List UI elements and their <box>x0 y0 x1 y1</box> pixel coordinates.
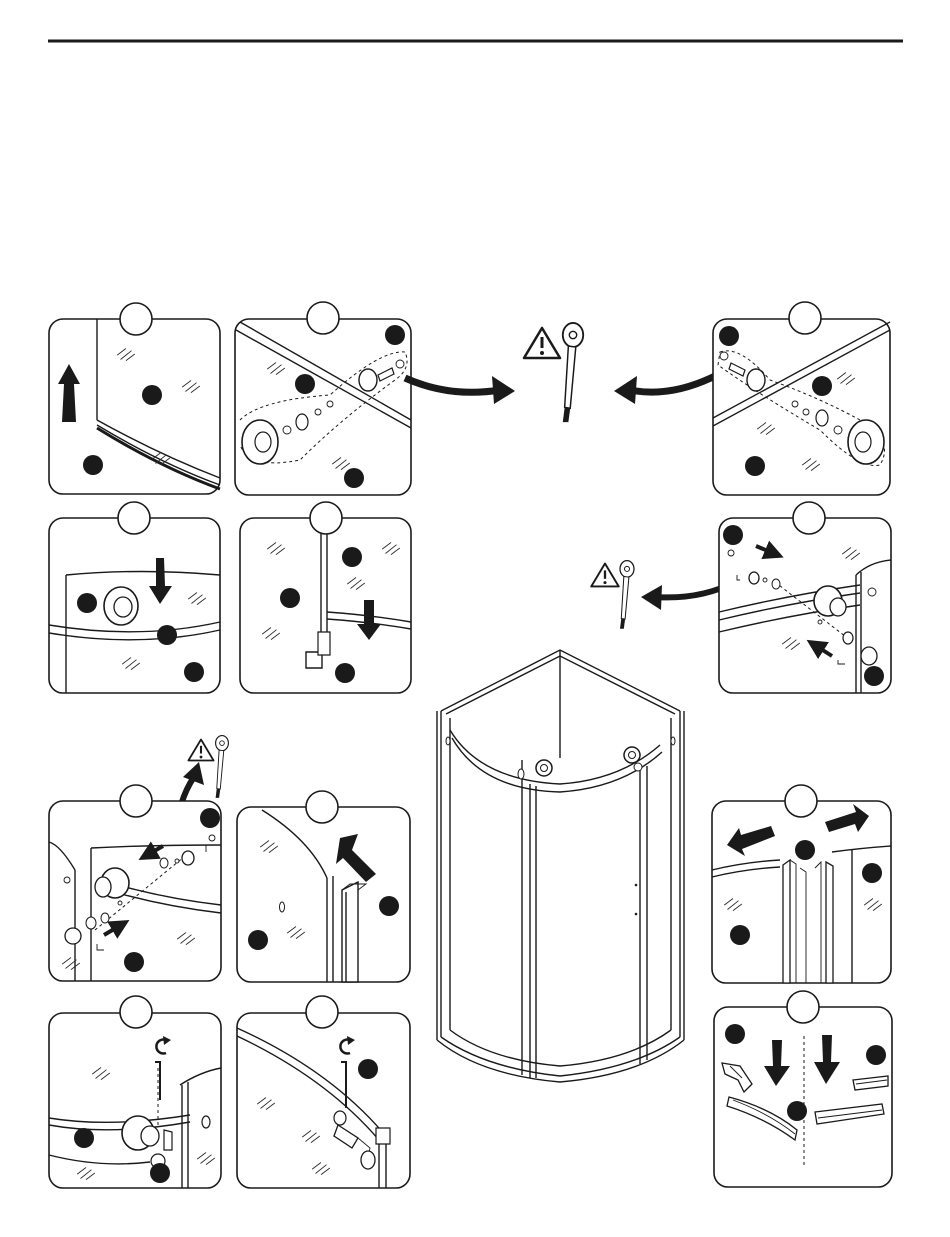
part-marker <box>150 1163 170 1183</box>
step-number-bubble-4 <box>118 502 150 534</box>
part-marker <box>200 808 220 828</box>
part-marker <box>83 455 103 475</box>
part-marker <box>280 588 300 608</box>
part-marker <box>124 952 144 972</box>
part-marker <box>358 1059 378 1079</box>
step-panel-1 <box>49 303 220 494</box>
wrench-tool-icon <box>563 323 583 422</box>
step-number-bubble-12 <box>787 991 819 1023</box>
part-marker <box>157 625 177 645</box>
part-marker <box>74 1128 94 1148</box>
step-panel-5 <box>240 502 411 693</box>
part-marker <box>866 1045 886 1065</box>
part-marker <box>385 325 405 345</box>
part-marker <box>723 525 743 545</box>
step-number-bubble-1 <box>120 303 152 335</box>
part-marker <box>142 385 162 405</box>
step-number-bubble-8 <box>306 791 338 823</box>
step-number-bubble-5 <box>310 502 342 534</box>
step-number-bubble-6 <box>793 502 825 534</box>
part-marker <box>864 666 884 686</box>
step-number-bubble-7 <box>120 785 152 817</box>
wrench-tool-icon <box>216 736 229 798</box>
warning-triangle-icon <box>188 740 213 761</box>
part-marker <box>248 930 268 950</box>
part-marker <box>812 376 832 396</box>
step-panel-2 <box>235 302 411 495</box>
shower-enclosure-illustration <box>437 650 684 1082</box>
step-panel-7 <box>49 785 221 981</box>
part-marker <box>379 896 399 916</box>
step-number-bubble-11 <box>306 996 338 1028</box>
part-marker <box>725 1024 745 1044</box>
step-number-bubble-2 <box>307 302 339 334</box>
wrench-tool-icon <box>620 561 634 629</box>
part-marker <box>787 1101 807 1121</box>
part-marker <box>862 863 882 883</box>
part-marker <box>344 468 364 488</box>
warning-triangle-icon <box>524 328 560 358</box>
step-panel-11 <box>237 996 410 1188</box>
step-panel-8 <box>237 791 410 982</box>
step-panel-3 <box>713 302 890 495</box>
warning-triangle-icon <box>591 564 619 587</box>
part-marker <box>77 593 97 613</box>
part-marker <box>730 925 750 945</box>
step-number-bubble-9 <box>785 785 817 817</box>
part-marker <box>719 326 739 346</box>
part-marker <box>335 663 355 683</box>
curved-arrow-icon <box>630 376 715 392</box>
step-panel-12 <box>714 991 892 1187</box>
step-number-bubble-10 <box>120 996 152 1028</box>
part-marker <box>342 547 362 567</box>
step-number-bubble-3 <box>789 302 821 334</box>
curved-arrow-icon <box>405 378 500 392</box>
part-marker <box>795 840 815 860</box>
step-panel-9 <box>712 785 891 983</box>
step-panel-6 <box>719 502 891 693</box>
part-marker <box>184 662 204 682</box>
step-panel-4 <box>49 502 220 693</box>
step-panel-10 <box>49 996 221 1188</box>
part-marker <box>295 374 315 394</box>
part-marker <box>745 456 765 476</box>
